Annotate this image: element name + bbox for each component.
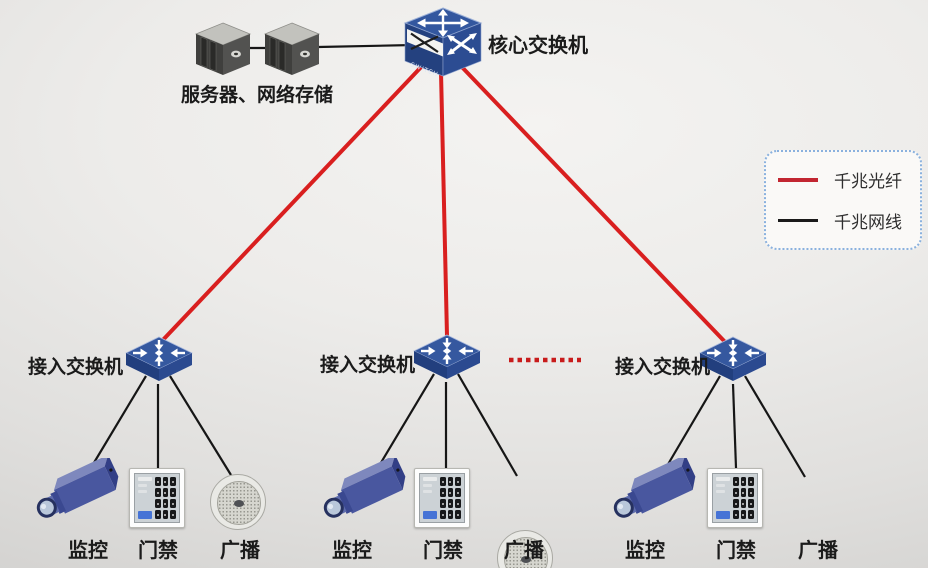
four-way-arrows-icon bbox=[425, 15, 461, 31]
core-switch-label: 核心交换机 bbox=[488, 33, 588, 57]
server-icon bbox=[263, 22, 321, 75]
keypad-label: 门禁 bbox=[138, 538, 178, 562]
ethernet-lines bbox=[91, 43, 806, 478]
speaker-label: 广播 bbox=[798, 538, 838, 562]
keypad-display bbox=[716, 477, 730, 519]
camera-icon bbox=[323, 458, 406, 518]
legend-item-fiber: 千兆光纤 bbox=[778, 167, 908, 192]
cable-line-swatch bbox=[778, 219, 818, 222]
core-switch-icon: SWITCH bbox=[403, 7, 483, 78]
access-switch-label-2: 接入交换机 bbox=[320, 354, 416, 376]
access-switch-icon bbox=[125, 336, 193, 381]
servers-label: 服务器、网络存储 bbox=[181, 84, 334, 106]
fiber-link-2 bbox=[439, 71, 449, 337]
legend-cable-label: 千兆网线 bbox=[834, 213, 902, 233]
fiber-link-3 bbox=[457, 62, 729, 346]
inward-arrows-icon bbox=[707, 340, 759, 366]
camera-label: 监控 bbox=[68, 538, 108, 562]
keypad-keys bbox=[155, 477, 176, 519]
fiber-line-swatch bbox=[778, 177, 818, 182]
access-switch-label-1: 接入交换机 bbox=[28, 356, 124, 378]
keypad-display bbox=[423, 477, 437, 519]
access-switch-label-3: 接入交换机 bbox=[615, 356, 711, 378]
legend: 千兆光纤 千兆网线 bbox=[764, 150, 922, 250]
keypad-display bbox=[138, 477, 152, 519]
inward-arrows-icon bbox=[421, 338, 473, 364]
camera-label: 监控 bbox=[332, 538, 372, 562]
server-icon bbox=[194, 22, 252, 75]
access-switch-icon bbox=[413, 334, 481, 379]
speaker-icon bbox=[210, 474, 266, 530]
keypad-blue-key bbox=[423, 511, 437, 519]
keypad-label: 门禁 bbox=[423, 538, 463, 562]
speaker-label: 广播 bbox=[220, 538, 260, 562]
fiber-link-1 bbox=[159, 62, 426, 344]
camera-icon bbox=[613, 458, 696, 518]
keypad-icon bbox=[129, 468, 185, 528]
inward-arrows-icon bbox=[133, 340, 185, 366]
legend-item-cable: 千兆网线 bbox=[778, 208, 908, 233]
speaker-label: 广播 bbox=[504, 538, 544, 562]
fiber-lines bbox=[159, 62, 729, 346]
crossed-arrows-icon bbox=[410, 32, 439, 53]
crossed-arrows-icon bbox=[449, 33, 474, 55]
keypad-blue-key bbox=[716, 511, 730, 519]
keypad-keys bbox=[440, 477, 461, 519]
camera-label: 监控 bbox=[625, 538, 665, 562]
legend-fiber-label: 千兆光纤 bbox=[834, 172, 902, 192]
camera-icon bbox=[36, 458, 119, 518]
keypad-icon bbox=[707, 468, 763, 528]
access-switch-icon bbox=[699, 336, 767, 381]
keypad-blue-key bbox=[138, 511, 152, 519]
keypad-icon bbox=[414, 468, 470, 528]
speaker-icon bbox=[497, 530, 553, 568]
keypad-label: 门禁 bbox=[716, 538, 756, 562]
keypad-keys bbox=[733, 477, 754, 519]
